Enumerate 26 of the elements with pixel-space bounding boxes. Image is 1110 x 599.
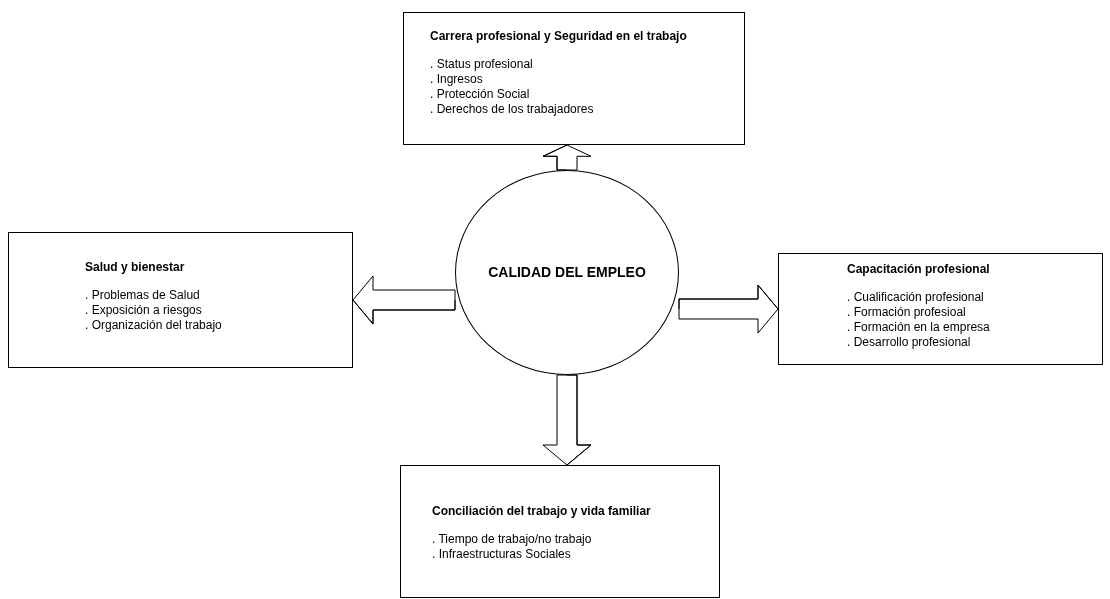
list-item: . Derechos de los trabajadores <box>430 102 594 117</box>
category-box <box>400 465 720 598</box>
block-arrow <box>352 275 456 325</box>
list-item: . Desarrollo profesional <box>847 335 971 350</box>
list-item: . Formación profesioal <box>847 305 966 320</box>
list-item: . Cualificación profesional <box>847 290 984 305</box>
category-box <box>8 232 353 368</box>
category-box <box>403 12 745 145</box>
list-item: . Tiempo de trabajo/no trabajo <box>432 532 592 547</box>
block-arrow <box>542 144 592 171</box>
list-item: . Status profesional <box>430 57 533 72</box>
list-item: . Protección Social <box>430 87 530 102</box>
list-item: . Infraestructuras Sociales <box>432 547 571 562</box>
category-box <box>778 253 1103 365</box>
list-item: . Problemas de Salud <box>85 288 200 303</box>
ellipse-title: CALIDAD DEL EMPLEO <box>488 263 646 282</box>
list-item: . Formación en la empresa <box>847 320 990 335</box>
block-arrow <box>542 374 592 466</box>
box-heading: Carrera profesional y Seguridad en el trabajo <box>430 29 687 44</box>
list-item: . Exposición a riesgos <box>85 303 202 318</box>
box-heading: Capacitación profesional <box>847 262 990 277</box>
box-heading: Salud y bienestar <box>85 260 185 275</box>
block-arrow <box>678 284 779 334</box>
list-item: . Ingresos <box>430 72 483 87</box>
list-item: . Organización del trabajo <box>85 318 222 333</box>
box-heading: Conciliación del trabajo y vida familiar <box>432 504 651 519</box>
